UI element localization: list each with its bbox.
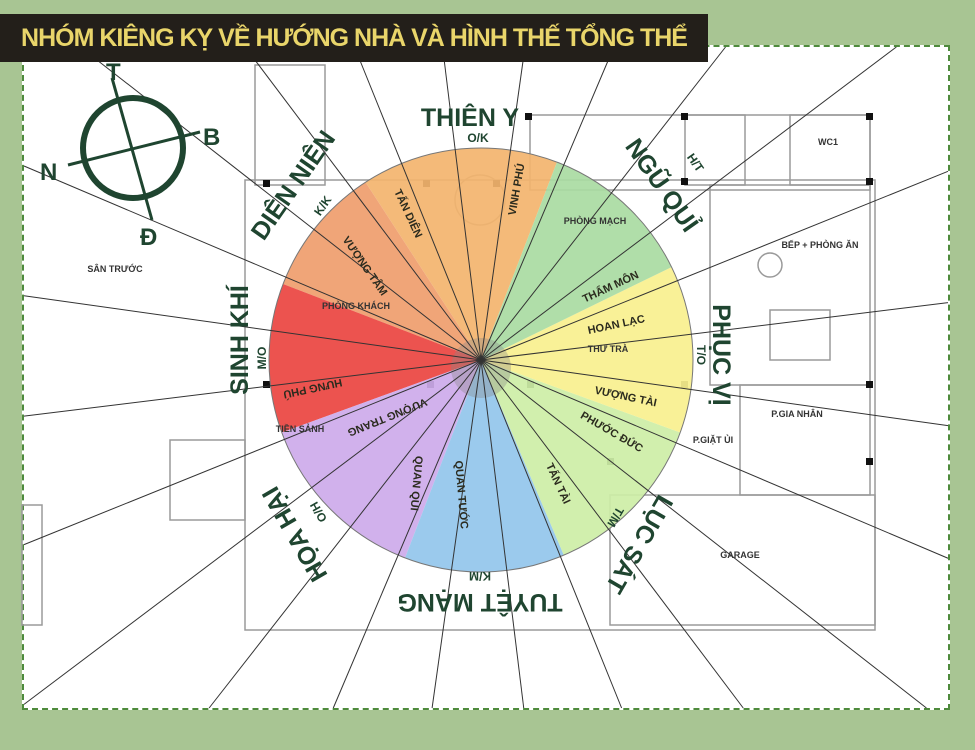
direction-ray bbox=[208, 359, 482, 709]
direction-ray bbox=[354, 46, 482, 361]
direction-tuyet-mang: TUYỆT MẠNG bbox=[397, 588, 562, 618]
direction-ray bbox=[442, 46, 482, 361]
sector-diên-niên bbox=[283, 182, 481, 360]
sector-tuyệt-mạng bbox=[405, 360, 564, 572]
sector-tien-sanh: TIỀN SẢNH bbox=[276, 423, 325, 434]
direction-ray bbox=[431, 359, 482, 709]
direction-sinh-khi: SINH KHÍ bbox=[225, 284, 254, 395]
sector-thiên-y bbox=[365, 148, 557, 360]
wheel-outline bbox=[268, 147, 694, 573]
direction-ray bbox=[480, 359, 525, 709]
sector-quan-tuoc: QUAN TƯỚC bbox=[452, 460, 471, 530]
direction-ray bbox=[23, 359, 482, 546]
sector-phục-vị bbox=[481, 267, 694, 433]
direction-rays bbox=[23, 46, 949, 709]
sector-phong-mach: PHÒNG MẠCH bbox=[564, 215, 627, 226]
room-giat-ui: P.GIẶT ỦI bbox=[693, 434, 733, 445]
title-banner: NHÓM KIÊNG KỴ VỀ HƯỚNG NHÀ VÀ HÌNH THẾ T… bbox=[0, 14, 708, 62]
direction-ray bbox=[480, 359, 949, 427]
direction-ray bbox=[480, 46, 526, 361]
compass-north-label: T bbox=[106, 59, 121, 86]
compass-west-label: N bbox=[40, 159, 57, 186]
direction-thien-y: THIÊN Y bbox=[421, 102, 519, 132]
code-thien-y: O/K bbox=[467, 131, 489, 145]
direction-ray bbox=[480, 359, 927, 709]
room-wc1: WC1 bbox=[818, 137, 838, 147]
direction-ray bbox=[480, 359, 744, 709]
room-san-truoc: SÂN TRƯỚC bbox=[87, 263, 143, 274]
direction-ray bbox=[23, 359, 482, 705]
direction-ray bbox=[23, 295, 482, 361]
sector-thu-tra: THƯ TRÀ bbox=[588, 344, 629, 354]
sector-quan-qui: QUAN QÙI bbox=[408, 455, 426, 511]
title: NHÓM KIÊNG KỴ VỀ HƯỚNG NHÀ VÀ HÌNH THẾ T… bbox=[21, 23, 688, 52]
room-gia-nhan: P.GIA NHÂN bbox=[771, 408, 823, 419]
center-hub bbox=[451, 338, 511, 398]
direction-ray bbox=[480, 46, 726, 361]
compass-south-label: Đ bbox=[140, 224, 157, 251]
code-tuyet-mang: K/M bbox=[469, 569, 491, 583]
direction-ray bbox=[23, 165, 482, 361]
room-garage: GARAGE bbox=[720, 550, 760, 560]
room-bep-phong-an: BẾP + PHÒNG ĂN bbox=[781, 239, 858, 250]
code-phuc-vi: T/O bbox=[694, 345, 708, 365]
compass-rose: T B N Đ bbox=[40, 59, 220, 251]
compass-east-label: B bbox=[203, 124, 220, 151]
direction-ray bbox=[244, 46, 482, 361]
code-sinh-khi: M/O bbox=[255, 347, 269, 370]
direction-ray bbox=[23, 359, 482, 417]
sector-ngũ-quỉ bbox=[481, 162, 672, 360]
sector-họa-hại bbox=[281, 360, 481, 558]
sector-lục-sát bbox=[481, 360, 681, 556]
direction-ray bbox=[480, 302, 949, 361]
sector-sinh-khí bbox=[269, 284, 481, 433]
direction-ray bbox=[480, 359, 949, 559]
direction-phuc-vi: PHỤC VỊ bbox=[707, 304, 735, 405]
code-ngu-qui: H/T bbox=[684, 151, 707, 175]
direction-ray bbox=[332, 359, 482, 709]
direction-ray bbox=[480, 46, 897, 361]
sector-phong-khach: PHÒNG KHÁCH bbox=[322, 300, 390, 311]
direction-ray bbox=[480, 46, 615, 361]
direction-ray bbox=[480, 170, 949, 361]
direction-ray bbox=[480, 359, 623, 709]
compass-circle bbox=[80, 95, 186, 201]
bagua-wheel bbox=[268, 147, 694, 573]
